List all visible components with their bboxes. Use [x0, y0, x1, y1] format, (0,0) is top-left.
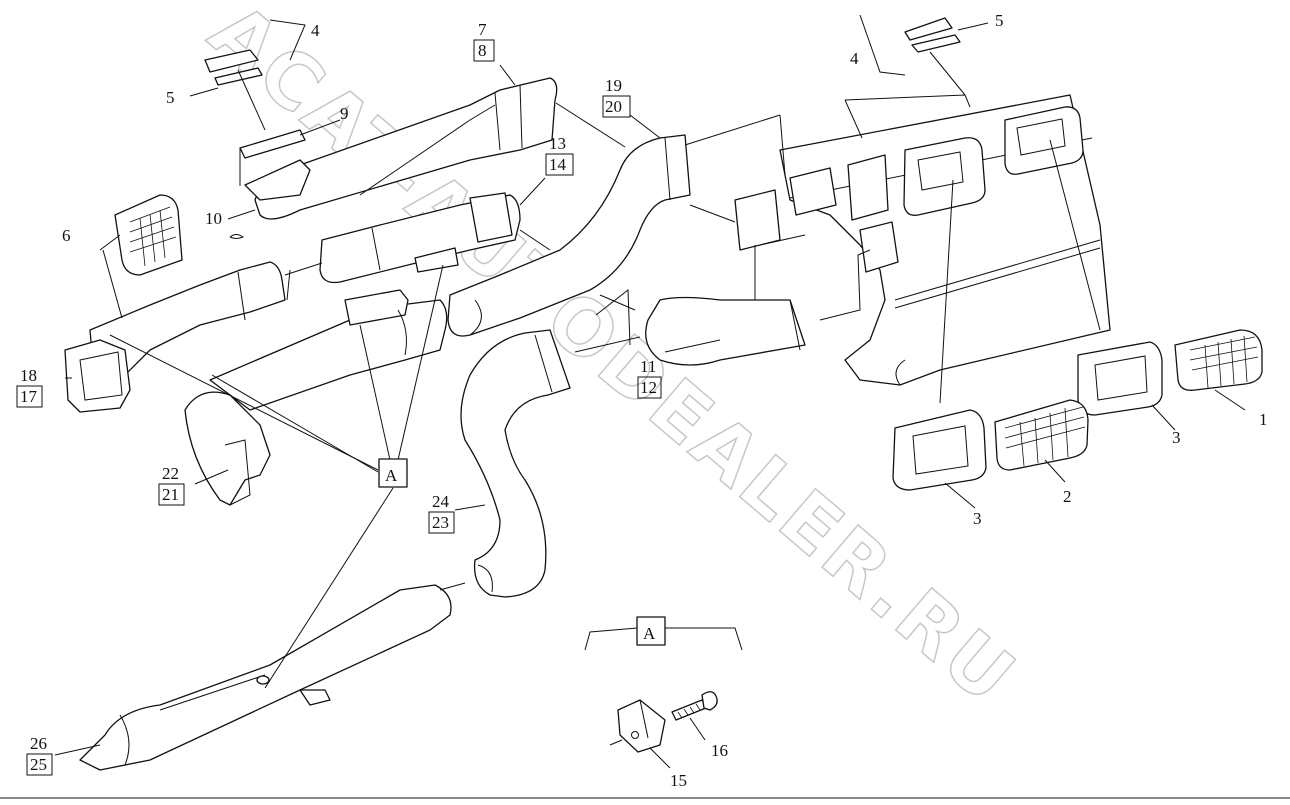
callout-pair-7-8: 7 8: [473, 20, 495, 62]
callout-5-left: 5: [166, 88, 175, 107]
callout-12: 12: [640, 378, 657, 397]
callout-pair-26-25: 26 25: [26, 734, 53, 776]
center-duct-13-14: [319, 192, 521, 284]
callout-11: 11: [640, 357, 656, 376]
callout-pair-19-20: 19 20: [602, 76, 631, 118]
callout-15: 15: [670, 771, 687, 790]
callout-4-left: 4: [311, 21, 320, 40]
callout-7: 7: [478, 20, 487, 39]
leader-lines: [54, 14, 1246, 769]
callout-17: 17: [20, 387, 38, 406]
callout-16: 16: [711, 741, 728, 760]
detail-a-hardware: [617, 691, 718, 753]
hose-24-23: [460, 329, 571, 598]
clip-parts: [204, 17, 961, 239]
dashboard-housing: [779, 94, 1111, 386]
callout-13: 13: [549, 134, 566, 153]
callout-14: 14: [549, 155, 567, 174]
left-long-duct: [64, 261, 286, 413]
view-a-box: [378, 458, 408, 488]
callout-10: 10: [205, 209, 222, 228]
callout-24: 24: [432, 492, 450, 511]
callout-21: 21: [162, 485, 179, 504]
upper-left-duct: [244, 77, 558, 220]
view-a-detail-box: [636, 616, 666, 646]
elbow-duct-22-21: [184, 391, 271, 506]
callout-23: 23: [432, 513, 449, 532]
view-labels: A A: [378, 458, 666, 646]
callout-20: 20: [605, 97, 622, 116]
callout-3-right: 3: [1172, 428, 1181, 447]
callout-5-right: 5: [995, 11, 1004, 30]
paired-callouts: 7 8 19 20 13 14 11 12 18 17 22 21: [16, 20, 662, 776]
callout-1: 1: [1259, 410, 1268, 429]
view-a-detail-label: A: [643, 624, 656, 643]
callout-18: 18: [20, 366, 37, 385]
callout-22: 22: [162, 464, 179, 483]
callout-6: 6: [62, 226, 71, 245]
callout-19: 19: [605, 76, 622, 95]
bracket-duct: [209, 289, 448, 411]
vent-assembly-center: [892, 399, 1089, 491]
callout-8: 8: [478, 41, 487, 60]
callout-2: 2: [1063, 487, 1072, 506]
callout-pair-22-21: 22 21: [158, 464, 185, 506]
callout-pair-13-14: 13 14: [545, 134, 574, 176]
view-a-label: A: [385, 466, 398, 485]
duct-19-20: [447, 134, 806, 366]
callout-9: 9: [340, 104, 349, 123]
callout-pair-18-17: 18 17: [16, 366, 43, 408]
callout-25: 25: [30, 755, 47, 774]
callout-pair-11-12: 11 12: [637, 357, 662, 399]
callout-4-right: 4: [850, 49, 859, 68]
callout-3-center: 3: [973, 509, 982, 528]
vent-6: [114, 194, 183, 276]
callout-pair-24-23: 24 23: [428, 492, 455, 534]
vent-assembly-right: [1077, 329, 1263, 416]
callout-26: 26: [30, 734, 47, 753]
bottom-long-duct: [79, 584, 452, 771]
callouts: 1 2 3 3 4 4 5 5 6 9 10 15 16: [62, 11, 1268, 790]
